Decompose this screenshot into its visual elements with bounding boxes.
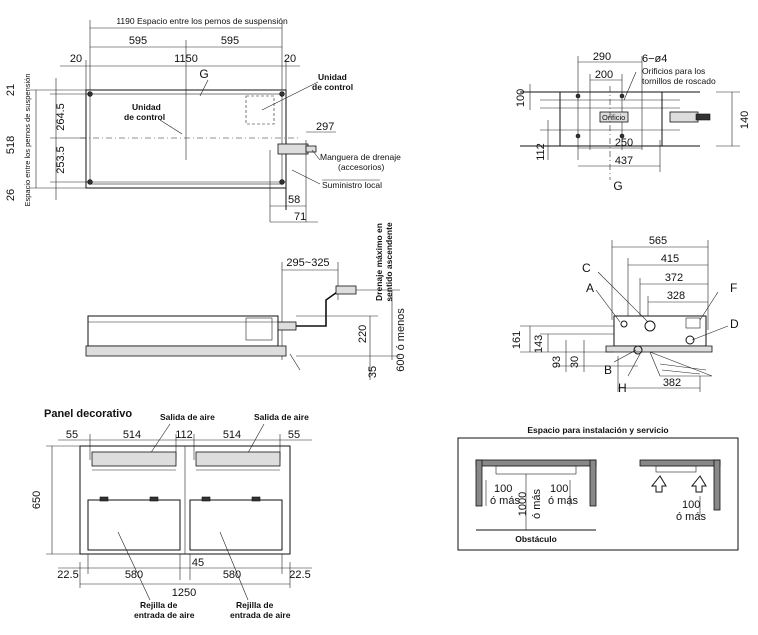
end-view: 565 415 372 328 382 (520, 235, 729, 392)
dim-1150: 1150 (174, 53, 198, 65)
local-supply-label: Suministro local (322, 180, 382, 190)
dim-290: 290 (593, 51, 611, 63)
air-out-1: Salida de aire (160, 412, 215, 422)
panel-d112: 112 (175, 429, 193, 441)
max-drain-label: Drenaje máximo ensentido ascendente (374, 222, 394, 302)
service-space: Espacio para instalación y servicio 100 … (457, 425, 739, 551)
dim-140-g: 140 (739, 111, 751, 129)
dim-264-5: 264.5 (55, 103, 67, 131)
panel-d22b: 22.5 (289, 569, 310, 581)
letter-a: A (586, 281, 594, 295)
dim-297: 297 (316, 121, 334, 133)
dim-200: 200 (595, 69, 613, 81)
panel-d1250: 1250 (172, 587, 196, 599)
dim-415: 415 (661, 253, 679, 265)
dim-21: 21 (5, 84, 17, 96)
b-omas: ó más (531, 489, 543, 519)
dim-595-left: 595 (129, 35, 147, 47)
letter-d: D (730, 317, 739, 331)
panel-title: Panel decorativo (44, 408, 132, 420)
dim-112-g: 112 (535, 143, 547, 161)
panel-d580b: 580 (223, 569, 241, 581)
dim-220: 220 (357, 325, 369, 343)
left-caption: Espacio entre los pernos de suspensión (23, 73, 32, 206)
panel-d514b: 514 (223, 429, 241, 441)
dim-1190-label: 1190 Espacio entre los pernos de suspens… (116, 16, 288, 26)
letter-c: C (582, 261, 591, 275)
top-view: 1190 Espacio entre los pernos de suspens… (30, 16, 336, 223)
dim-595-right: 595 (221, 35, 239, 47)
holes-label: 6−ø4 (642, 53, 667, 65)
dim-20-right: 20 (284, 53, 296, 65)
panel-d45: 45 (192, 557, 204, 569)
obstacle-label: Obstáculo (515, 534, 557, 544)
dim-565: 565 (649, 235, 667, 247)
d100: 100 (682, 499, 700, 511)
panel-d580a: 580 (125, 569, 143, 581)
dim-30: 30 (569, 356, 581, 368)
air-out-2: Salida de aire (254, 412, 309, 422)
c-omas: ó más (548, 495, 578, 507)
service-title: Espacio para instalación y servicio (527, 425, 668, 435)
dim-58: 58 (288, 194, 300, 206)
letter-h: H (618, 381, 627, 395)
dim-372: 372 (665, 272, 683, 284)
orificio-label: Orificio (602, 113, 625, 122)
d-omas: ó más (676, 511, 706, 523)
dim-600-label: 600 ó menos (395, 308, 407, 372)
dim-253-5: 253.5 (55, 146, 67, 174)
g-mark-top: G (199, 67, 208, 81)
drain-hose-label: Manguera de drenaje(accesorios) (320, 152, 401, 172)
dim-20-left: 20 (70, 53, 82, 65)
dim-93: 93 (551, 356, 563, 368)
dim-35: 35 (367, 366, 379, 378)
panel-d55a: 55 (66, 429, 78, 441)
letter-b: B (604, 363, 612, 377)
side-view: 295~325 (85, 257, 400, 380)
dim-143: 143 (533, 335, 545, 353)
panel-d22a: 22.5 (57, 569, 78, 581)
dim-26: 26 (5, 189, 17, 201)
dim-328: 328 (667, 290, 685, 302)
a-omas: ó más (490, 495, 520, 507)
dim-295-325: 295~325 (286, 257, 329, 269)
panel-d514a: 514 (123, 429, 141, 441)
panel-d650: 650 (31, 491, 43, 509)
dim-382: 382 (663, 377, 681, 389)
g-mark-detail: G (613, 179, 622, 193)
panel-d55b: 55 (288, 429, 300, 441)
a100: 100 (494, 483, 512, 495)
letter-f: F (730, 281, 737, 295)
dim-100-g: 100 (515, 89, 527, 107)
dim-437: 437 (615, 155, 633, 167)
b1000: 1000 (517, 492, 529, 516)
c100: 100 (550, 483, 568, 495)
dim-518: 518 (5, 136, 17, 154)
dim-71: 71 (294, 211, 306, 223)
dim-161: 161 (511, 331, 523, 349)
dim-250: 250 (615, 137, 633, 149)
decorative-panel: Panel decorativo Salida de aire Salida d… (44, 408, 312, 601)
